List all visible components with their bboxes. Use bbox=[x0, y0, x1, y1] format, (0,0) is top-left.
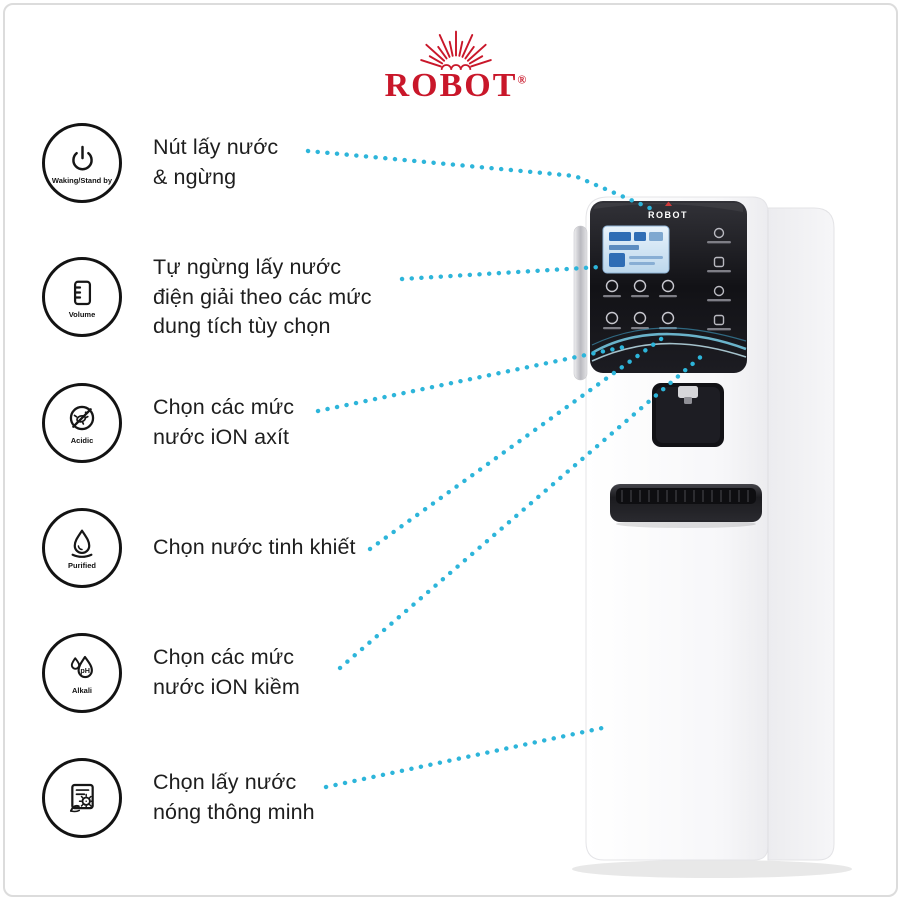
power-icon bbox=[71, 145, 93, 170]
logo-wordmark: ROBOT® bbox=[378, 69, 533, 103]
chrome-side-strip bbox=[573, 225, 588, 381]
connector-power bbox=[305, 148, 655, 212]
feature-text: Chọn các mức nước iON axít bbox=[153, 395, 295, 449]
badge-label: Waking/Stand by bbox=[51, 175, 113, 185]
badge-label: Acidic bbox=[70, 436, 94, 445]
smart-hot-badge bbox=[42, 758, 122, 838]
feature-text: Nút lấy nước & ngừng bbox=[153, 135, 279, 189]
badge-label: Purified bbox=[68, 561, 96, 570]
badge-label: Alkali bbox=[71, 686, 92, 695]
panel-touch-buttons[interactable] bbox=[603, 279, 677, 330]
volume-badge: Volume bbox=[42, 257, 122, 338]
acidic-badge: Acidic bbox=[42, 383, 122, 463]
feature-text: Chọn các mức nước iON kiềm bbox=[153, 645, 300, 699]
ph-label: pH bbox=[80, 666, 90, 675]
feature-acidic: Acidic Chọn các mức nước iON axít bbox=[42, 383, 294, 463]
feature-volume: Volume Tự ngừng lấy nước điện giải theo … bbox=[42, 253, 372, 342]
feature-text: Tự ngừng lấy nước điện giải theo các mức… bbox=[153, 255, 372, 339]
panel-side-buttons[interactable] bbox=[707, 227, 731, 331]
connector-dots bbox=[305, 148, 707, 790]
volume-icon bbox=[73, 280, 91, 306]
panel-wave-graphic bbox=[591, 327, 747, 362]
nozzle-tip bbox=[684, 397, 692, 404]
connector-volume bbox=[399, 264, 603, 282]
feature-text: Chọn lấy nước nóng thông minh bbox=[153, 770, 315, 824]
tray-grill bbox=[621, 490, 749, 502]
alkali-badge: pH Alkali bbox=[42, 633, 122, 713]
badge-label: Volume bbox=[68, 309, 96, 319]
feature-purified: Purified Chọn nước tinh khiết bbox=[42, 508, 356, 588]
connector-alkali bbox=[337, 351, 707, 671]
drip-tray[interactable] bbox=[610, 484, 762, 528]
control-panel: ROBOT bbox=[590, 201, 747, 373]
panel-crown-icon bbox=[665, 201, 672, 206]
ph-drops-icon: pH bbox=[70, 655, 93, 679]
feature-text: Chọn nước tinh khiết bbox=[153, 535, 356, 560]
smart-hot-water-icon bbox=[69, 783, 94, 813]
connector-acidic bbox=[315, 344, 627, 414]
connector-smart bbox=[323, 724, 610, 790]
feature-alkali: pH Alkali Chọn các mức nước iON kiềm bbox=[42, 633, 300, 713]
dispense-area[interactable] bbox=[652, 383, 724, 447]
feature-smart-hot: Chọn lấy nước nóng thông minh bbox=[42, 758, 315, 838]
water-nozzle bbox=[678, 386, 698, 398]
feature-power: Waking/Stand by Nút lấy nước & ngừng bbox=[42, 123, 278, 203]
machine-side bbox=[767, 207, 835, 861]
no-bacteria-icon bbox=[69, 405, 95, 431]
logo-sunburst-icon bbox=[419, 30, 492, 70]
purified-badge: Purified bbox=[42, 508, 122, 588]
brand-logo: ROBOT® bbox=[378, 22, 533, 103]
water-dispenser: ROBOT bbox=[572, 196, 852, 878]
registered-mark: ® bbox=[517, 72, 527, 87]
connector-purified bbox=[367, 331, 671, 552]
logo-brand-text: ROBOT bbox=[384, 67, 518, 104]
floor-shadow bbox=[572, 860, 852, 878]
power-badge: Waking/Stand by bbox=[42, 123, 122, 203]
display-screen[interactable] bbox=[602, 225, 670, 274]
purified-drop-icon bbox=[71, 529, 93, 558]
panel-brand-text: ROBOT bbox=[648, 210, 688, 220]
